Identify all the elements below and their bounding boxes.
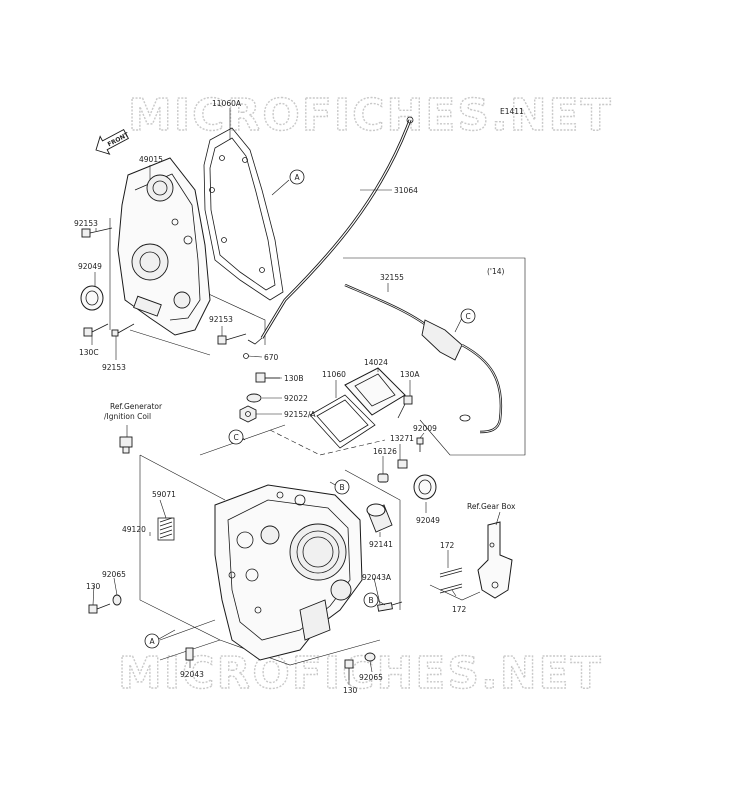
stud-172-top	[439, 567, 463, 578]
bolt-130c	[83, 323, 109, 337]
label-92043a: 92043A	[362, 573, 392, 582]
ref-ignition-label: /Ignition Coil	[104, 412, 151, 421]
stud-172-bottom	[439, 583, 463, 594]
bolt-130b	[255, 372, 280, 383]
label-13271: 13271	[390, 434, 414, 443]
callout-c-left	[228, 429, 244, 445]
callout-b-top-label: B	[340, 483, 345, 492]
gearbox-frame-lines	[429, 584, 481, 601]
label-92065-left: 92065	[102, 570, 126, 579]
front-arrow-icon: FRONT	[95, 129, 131, 155]
bolt-92153-top	[81, 227, 113, 238]
dowel-92043a	[377, 601, 403, 612]
washer-92065-left	[112, 594, 122, 606]
label-32155: 32155	[380, 273, 404, 282]
cover-gasket	[203, 127, 284, 301]
gearbox-bracket	[477, 521, 513, 599]
label-11060a: 11060A	[212, 99, 242, 108]
variant-box	[343, 257, 526, 456]
callout-b-top	[334, 479, 350, 495]
callout-a-top-label: A	[295, 173, 301, 182]
label-92049-left: 92049	[78, 262, 102, 271]
nut-92152a	[239, 405, 257, 423]
ref-gearbox-label: Ref.Gear Box	[467, 502, 516, 511]
oil-seal-left	[80, 285, 104, 311]
plug-92009	[416, 437, 424, 452]
label-31064: 31064	[394, 186, 418, 195]
washer-92065-bottom	[364, 652, 376, 662]
label-92153-right: 92153	[209, 315, 233, 324]
callout-b-bottom-label: B	[369, 596, 374, 605]
callout-b-bottom	[363, 592, 379, 608]
dipstick-tube-32155	[344, 283, 503, 434]
callout-a-bottom-label: A	[150, 637, 156, 646]
bolt-130-left	[88, 603, 111, 614]
label-130-left: 130	[86, 582, 101, 591]
watermark-top: MICROFICHES.NET	[128, 90, 613, 141]
dipstick-rod	[247, 116, 414, 345]
part-13271	[397, 459, 408, 469]
label-14024: 14024	[364, 358, 388, 367]
leader-lines	[91, 108, 501, 685]
label-92065-bottom: 92065	[359, 673, 383, 682]
part-labels: 11060A 49015 31064 92153 92049 130C 9215…	[74, 99, 467, 695]
label-92043: 92043	[180, 670, 204, 679]
diagram-code: E1411	[500, 107, 524, 116]
label-11060: 11060	[322, 370, 346, 379]
callout-c-right	[460, 308, 476, 324]
label-16126: 16126	[373, 447, 397, 456]
label-92152a: 92152/A	[284, 410, 316, 419]
ref-generator-label: Ref.Generator	[110, 402, 163, 411]
bolt-130a	[397, 395, 413, 419]
label-172-bottom: 172	[452, 605, 467, 614]
bolt-130-bottom	[344, 659, 354, 680]
label-59071: 59071	[152, 490, 176, 499]
label-130a: 130A	[400, 370, 420, 379]
crankcase	[214, 484, 363, 661]
washer-92022	[246, 393, 262, 403]
label-92022: 92022	[284, 394, 308, 403]
label-49120: 49120	[122, 525, 146, 534]
crankcase-dash-line	[269, 429, 386, 456]
callout-c-right-label: C	[466, 312, 471, 321]
label-130b: 130B	[284, 374, 303, 383]
callout-a-top	[289, 169, 305, 185]
pin-16126	[377, 473, 389, 483]
label-49015: 49015	[139, 155, 163, 164]
callout-a-bottom	[144, 633, 160, 649]
callout-c-left-label: C	[234, 433, 239, 442]
dowel-92043	[185, 647, 194, 661]
label-172-top: 172	[440, 541, 455, 550]
spring-59071	[157, 517, 175, 541]
label-92009: 92009	[413, 424, 437, 433]
label-92153-top: 92153	[74, 219, 98, 228]
label-130-bottom: 130	[343, 686, 358, 695]
variant-note: ('14)	[487, 267, 505, 276]
label-130c: 130C	[79, 348, 99, 357]
watermark-bottom: MICROFICHES.NET	[118, 648, 603, 699]
gear-case-cover	[117, 157, 211, 336]
bolt-92153-bottom	[111, 323, 135, 337]
oil-seal-right	[413, 474, 437, 500]
label-92141: 92141	[369, 540, 393, 549]
breather-plate-14024	[344, 367, 406, 416]
o-ring-670	[243, 353, 249, 359]
breather-gasket-11060	[309, 394, 376, 449]
bushing-92141	[366, 503, 393, 533]
label-92153-bottom: 92153	[102, 363, 126, 372]
sensor-plug	[119, 436, 133, 454]
label-92049-right: 92049	[416, 516, 440, 525]
label-670: 670	[264, 353, 279, 362]
